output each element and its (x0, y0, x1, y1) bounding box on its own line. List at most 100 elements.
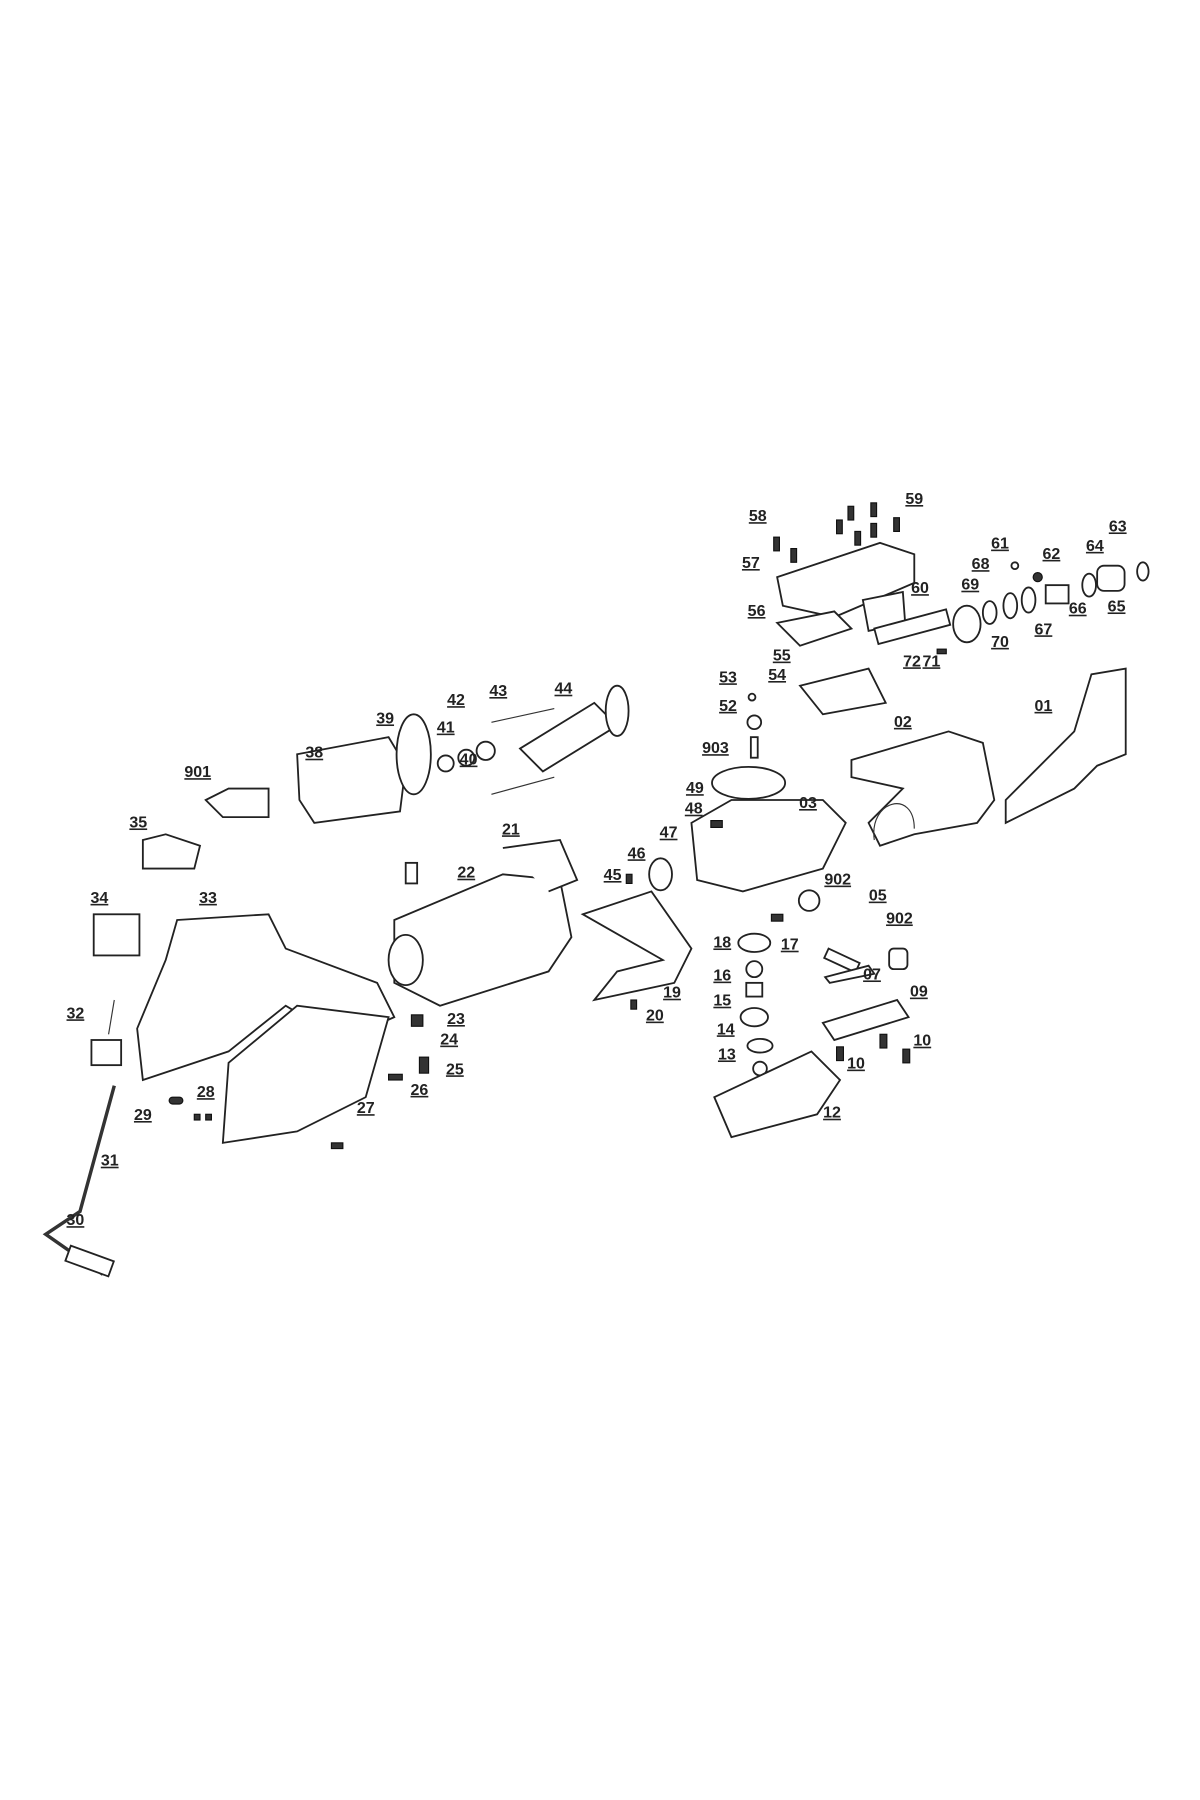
part-41 (436, 754, 455, 773)
misc-screws (168, 648, 947, 1150)
part-label-16: 16 (713, 968, 731, 985)
part-label-47: 47 (660, 825, 678, 842)
part-70 (952, 604, 982, 644)
part-label-17: 17 (781, 937, 799, 954)
part-label-65: 65 (1108, 598, 1126, 615)
part-label-28: 28 (197, 1084, 215, 1101)
part-label-45: 45 (604, 867, 622, 884)
part-34 (92, 913, 141, 957)
part-18 (737, 932, 772, 953)
part-label-61: 61 (991, 536, 1009, 553)
part-label-57: 57 (742, 555, 760, 572)
part-14 (746, 1037, 774, 1054)
parts-drawing (42, 502, 1150, 1278)
part-61 (1010, 561, 1020, 571)
part-label-25: 25 (446, 1061, 464, 1078)
part-67 (1020, 586, 1037, 614)
part-screws-59 (773, 502, 900, 563)
part-label-69: 69 (961, 577, 979, 594)
part-label-63: 63 (1109, 518, 1127, 535)
part-label-55: 55 (773, 648, 791, 665)
part-32 (90, 1039, 123, 1067)
part-label-54: 54 (768, 667, 786, 684)
part-42 (475, 740, 496, 761)
part-label-72: 72 (903, 653, 921, 670)
part-52 (746, 714, 763, 731)
part-front-housing (850, 730, 996, 847)
part-label-56: 56 (748, 603, 766, 620)
part-plate-54 (798, 667, 888, 716)
part-53 (747, 692, 757, 702)
part-label-15: 15 (713, 993, 731, 1010)
part-label-35: 35 (129, 814, 147, 831)
part-label-22: 22 (457, 865, 475, 882)
part-blade-clamp (1004, 667, 1127, 825)
part-label-13: 13 (718, 1046, 736, 1063)
part-65 (1081, 572, 1097, 598)
part-label-02: 02 (894, 714, 912, 731)
part-plug (64, 1244, 115, 1278)
part-label-901: 901 (184, 764, 211, 781)
part-stator (296, 736, 407, 824)
part-gear-903 (711, 765, 787, 800)
part-label-20: 20 (646, 1008, 664, 1025)
part-label-53: 53 (719, 669, 737, 686)
part-label-42: 42 (447, 692, 465, 709)
part-12 (713, 1050, 842, 1139)
part-66 (1044, 584, 1070, 605)
part-screws-10 (836, 1033, 911, 1064)
part-16 (745, 981, 764, 998)
part-brushes-901 (204, 787, 270, 819)
part-label-07: 07 (863, 966, 881, 983)
part-label-24: 24 (440, 1032, 458, 1049)
part-label-31: 31 (101, 1153, 119, 1170)
part-label-67: 67 (1035, 621, 1053, 638)
part-902 (888, 947, 909, 971)
part-gear-housing (690, 799, 847, 893)
part-label-21: 21 (502, 821, 520, 838)
part-label-09: 09 (910, 984, 928, 1001)
part-label-44: 44 (555, 681, 573, 698)
part-label-902: 902 (824, 872, 851, 889)
part-label-62: 62 (1043, 546, 1061, 563)
part-label-40: 40 (460, 752, 478, 769)
part-label-902: 902 (886, 910, 913, 927)
part-63 (1136, 561, 1150, 582)
part-07 (823, 964, 876, 984)
part-label-03: 03 (799, 795, 817, 812)
part-label-903: 903 (702, 740, 729, 757)
part-46 (648, 857, 673, 892)
part-label-10: 10 (847, 1056, 865, 1073)
part-label-29: 29 (134, 1107, 152, 1124)
part-motor-housing (393, 873, 573, 1007)
part-09 (821, 998, 911, 1042)
part-label-18: 18 (713, 934, 731, 951)
part-label-59: 59 (905, 491, 923, 508)
part-69 (981, 600, 998, 625)
part-label-01: 01 (1035, 698, 1053, 715)
part-plate-56 (775, 610, 854, 647)
part-top-cover (776, 541, 916, 619)
part-label-38: 38 (305, 745, 323, 762)
part-label-41: 41 (437, 720, 455, 737)
part-label-30: 30 (67, 1212, 85, 1229)
part-62 (1032, 572, 1043, 583)
part-shaft-72 (873, 608, 952, 646)
part-label-48: 48 (685, 801, 703, 818)
part-label-27: 27 (357, 1100, 375, 1117)
part-label-14: 14 (717, 1021, 735, 1038)
part-screw-43 (491, 708, 555, 723)
part-label-26: 26 (411, 1082, 429, 1099)
part-68 (1002, 592, 1019, 620)
part-fan (604, 684, 630, 737)
part-switch (404, 861, 419, 885)
part-label-64: 64 (1086, 538, 1104, 555)
part-label-60: 60 (911, 580, 929, 597)
part-label-05: 05 (869, 888, 887, 905)
part-housing-27 (221, 1004, 390, 1144)
part-label-34: 34 (91, 890, 109, 907)
part-label-46: 46 (628, 845, 646, 862)
part-label-19: 19 (663, 985, 681, 1002)
